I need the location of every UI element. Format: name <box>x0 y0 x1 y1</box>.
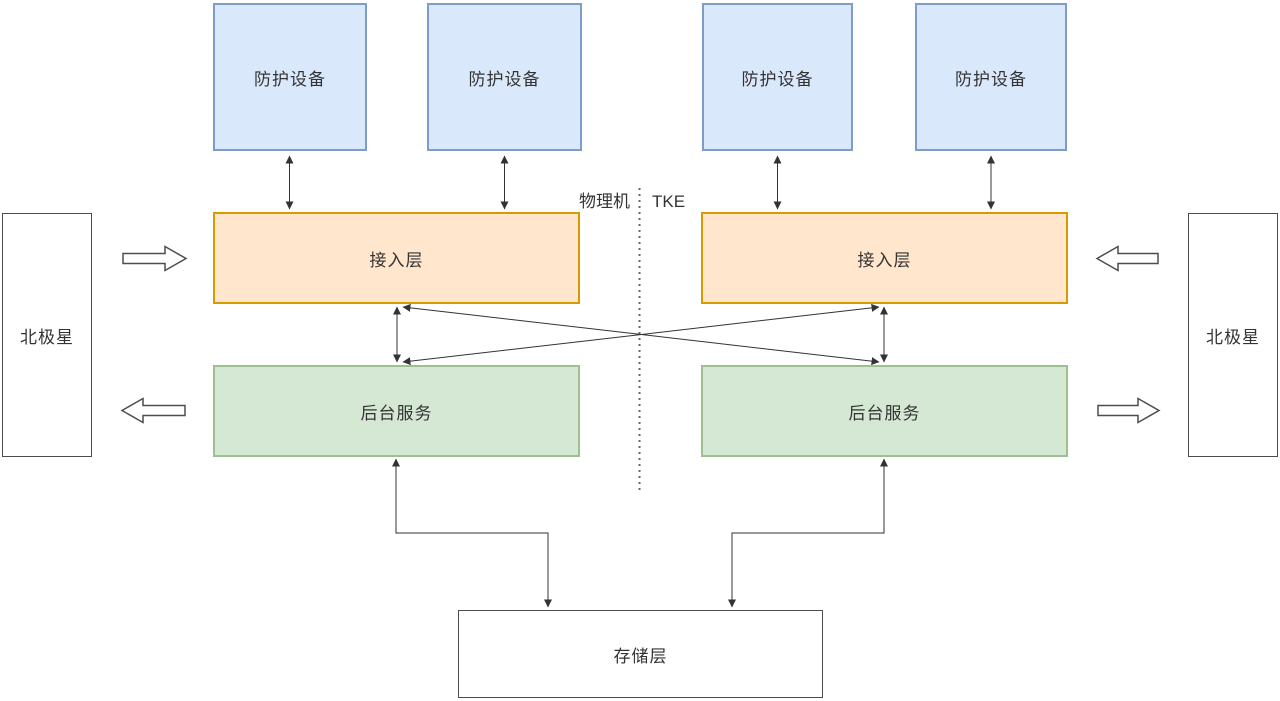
protection-device-label: 防护设备 <box>468 69 541 89</box>
connector-backend-left-storage-icon <box>392 458 552 608</box>
access-layer-label: 接入层 <box>369 250 424 270</box>
flow-arrow-polaris-left-to-access-icon <box>122 245 188 272</box>
access-layer-box-physical: 接入层 <box>213 212 580 304</box>
polaris-label: 北极星 <box>20 327 74 347</box>
protection-device-box-2: 防护设备 <box>427 3 582 151</box>
protection-device-label: 防护设备 <box>741 69 814 89</box>
backend-service-label: 后台服务 <box>360 403 433 423</box>
polaris-box-left: 北极星 <box>2 213 92 457</box>
connector-access-right-backend-left-cross-icon <box>402 303 880 366</box>
flow-arrow-backend-left-to-polaris-icon <box>120 397 186 424</box>
protection-device-label: 防护设备 <box>254 69 326 89</box>
backend-service-label: 后台服务 <box>848 403 921 423</box>
access-layer-box-tke: 接入层 <box>701 212 1068 304</box>
zone-label-physical-machine: 物理机 <box>579 192 630 211</box>
protection-device-box-3: 防护设备 <box>702 3 853 151</box>
protection-device-label: 防护设备 <box>955 69 1027 89</box>
connector-access-left-backend-right-cross-icon <box>402 303 880 366</box>
flow-arrow-backend-right-to-polaris-icon <box>1097 397 1161 424</box>
protection-device-box-1: 防护设备 <box>213 3 367 151</box>
flow-arrow-polaris-right-to-access-icon <box>1095 245 1159 272</box>
access-layer-label: 接入层 <box>857 250 912 270</box>
polaris-label: 北极星 <box>1206 327 1260 347</box>
polaris-box-right: 北极星 <box>1188 213 1278 457</box>
zone-label-tke: TKE <box>652 192 686 211</box>
storage-layer-label: 存储层 <box>613 646 668 666</box>
backend-service-box-physical: 后台服务 <box>213 365 580 457</box>
connector-backend-right-storage-icon <box>728 458 888 608</box>
storage-layer-box: 存储层 <box>458 610 823 698</box>
protection-device-box-4: 防护设备 <box>915 3 1067 151</box>
backend-service-box-tke: 后台服务 <box>701 365 1068 457</box>
